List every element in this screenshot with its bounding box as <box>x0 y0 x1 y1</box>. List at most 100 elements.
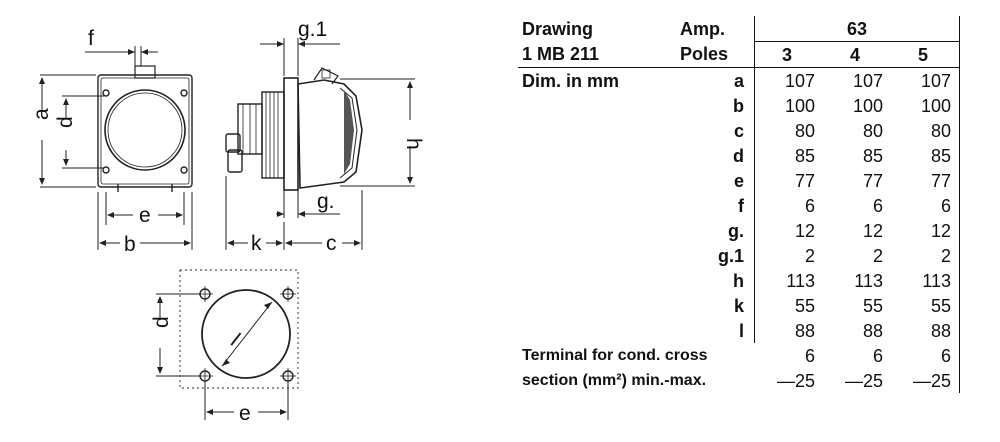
dim-value: 77 <box>794 170 815 191</box>
dim-key: e <box>674 168 755 193</box>
dim-label-cell: Dim. in mm <box>522 70 620 91</box>
header-poles-3: 3 <box>754 41 823 68</box>
terminal-min-3: 6 <box>804 345 815 366</box>
header-poles-4: 4 <box>823 41 891 68</box>
header-amp-value: 63 <box>754 16 960 42</box>
spec-table: Drawing Amp. 63 1 MB 211 Poles 3 4 5 Dim… <box>518 16 960 393</box>
dim-value: 12 <box>891 218 960 243</box>
side-view <box>225 67 363 191</box>
dim-label-cell <box>518 318 674 343</box>
dim-value: 55 <box>862 295 883 316</box>
dim-label-cell <box>518 168 674 193</box>
dim-key: g.1 <box>674 243 755 268</box>
label-d-cutout: d <box>150 316 173 328</box>
dim-label-cell <box>518 218 674 243</box>
label-b: b <box>124 233 136 256</box>
dim-value: 6 <box>804 195 815 216</box>
dim-value: 2 <box>872 245 883 266</box>
header-amp: Amp. <box>674 16 755 42</box>
dim-value: 100 <box>852 95 883 116</box>
dim-value: 2 <box>891 243 960 268</box>
header-poles: Poles <box>674 41 755 68</box>
label-e: e <box>139 204 151 227</box>
dim-label-cell <box>518 118 674 143</box>
dim-key: d <box>674 143 755 168</box>
dim-value: 12 <box>794 220 815 241</box>
dimension-table: Drawing Amp. 63 1 MB 211 Poles 3 4 5 Dim… <box>518 16 978 393</box>
table-row: c 80 80 80 <box>518 118 960 143</box>
dim-value: 113 <box>891 268 960 293</box>
dim-value: 113 <box>854 270 883 291</box>
dim-value: 85 <box>891 143 960 168</box>
dim-key: h <box>674 268 755 293</box>
dim-value: 88 <box>862 320 883 341</box>
label-l: l <box>226 329 244 350</box>
dim-label-cell <box>518 293 674 318</box>
dim-value: 88 <box>794 320 815 341</box>
dim-value: 55 <box>794 295 815 316</box>
dim-value: 85 <box>794 145 815 166</box>
dim-label-cell <box>518 193 674 218</box>
dimension-arrows <box>39 41 413 415</box>
dim-key: l <box>674 318 755 343</box>
dim-value: 55 <box>891 293 960 318</box>
dim-value: 77 <box>862 170 883 191</box>
label-d: d <box>54 116 77 128</box>
dim-label-cell <box>518 243 674 268</box>
dim-value: 107 <box>784 70 815 91</box>
dim-value: 88 <box>891 318 960 343</box>
table-row: l 88 88 88 <box>518 318 960 343</box>
dim-value: 6 <box>872 195 883 216</box>
dimension-labels: f g.1 a d e b h g. k c d e l <box>30 18 425 425</box>
dim-key: f <box>674 193 755 218</box>
terminal-max-5: —25 <box>891 368 960 393</box>
dim-value: 80 <box>794 120 815 141</box>
terminal-max-3: —25 <box>776 370 815 391</box>
dim-value: 12 <box>862 220 883 241</box>
front-view <box>97 65 193 192</box>
dim-d-cutout <box>156 293 200 377</box>
dim-f <box>85 46 158 66</box>
terminal-label-1: Terminal for cond. cross <box>522 346 708 364</box>
label-e-cutout: e <box>239 402 251 425</box>
label-c: c <box>326 232 337 255</box>
dim-key: a <box>674 67 755 93</box>
dim-key: g. <box>674 218 755 243</box>
dim-value: 107 <box>891 67 960 93</box>
header-model: 1 MB 211 <box>518 41 674 68</box>
cutout-view <box>179 269 299 389</box>
terminal-min-4: 6 <box>872 345 883 366</box>
dim-label-cell <box>518 143 674 168</box>
dim-value: 113 <box>786 270 815 291</box>
table-row: k 55 55 55 <box>518 293 960 318</box>
header-poles-5: 5 <box>891 41 960 68</box>
table-row: b 100 100 100 <box>518 93 960 118</box>
label-h: h <box>402 138 425 150</box>
label-g1: g.1 <box>298 18 327 41</box>
dim-value: 80 <box>862 120 883 141</box>
table-row: h 113 113 113 <box>518 268 960 293</box>
dim-value: 100 <box>891 93 960 118</box>
dim-value: 80 <box>891 118 960 143</box>
table-row: d 85 85 85 <box>518 143 960 168</box>
header-row-1: Drawing Amp. 63 <box>518 16 960 42</box>
terminal-label-2: section (mm²) min.-max. <box>522 371 707 389</box>
technical-drawing: f g.1 a d e b h g. k c d e l <box>30 18 425 425</box>
header-drawing: Drawing <box>522 18 594 39</box>
dim-key: b <box>674 93 755 118</box>
dim-value: 85 <box>862 145 883 166</box>
label-k: k <box>251 232 262 255</box>
dim-value: 100 <box>784 95 815 116</box>
dim-key: c <box>674 118 755 143</box>
terminal-row-2: section (mm²) min.-max. —25 —25 —25 <box>518 368 960 393</box>
dim-key: k <box>674 293 755 318</box>
dim-label-cell <box>518 93 674 118</box>
label-g: g. <box>317 190 335 213</box>
label-f: f <box>88 27 94 50</box>
terminal-max-4: —25 <box>844 370 883 391</box>
